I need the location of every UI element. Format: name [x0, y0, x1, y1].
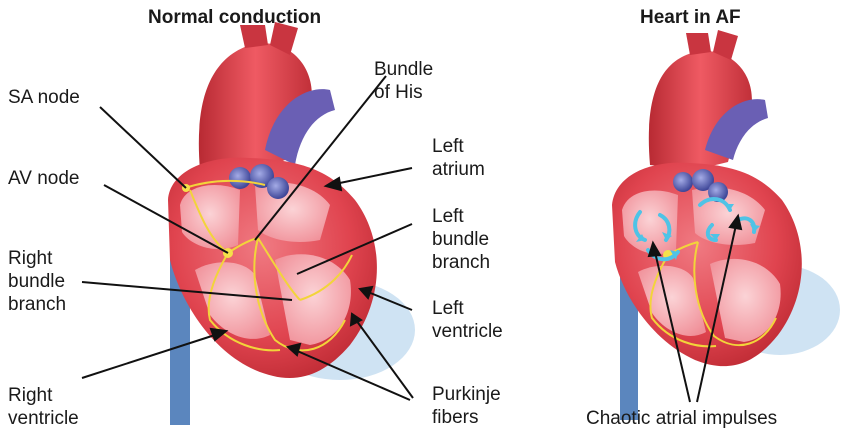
heart-af-illustration — [612, 30, 840, 420]
leader-right-ventricle — [82, 334, 218, 378]
valve — [267, 177, 289, 199]
label-av-node: AV node — [8, 167, 79, 190]
label-chaotic-atrial-impulses: Chaotic atrial impulses — [586, 407, 777, 430]
right-atrium — [180, 185, 240, 249]
label-left-ventricle: Left ventricle — [432, 297, 503, 343]
aortic-branch — [240, 25, 268, 48]
valve — [673, 172, 693, 192]
valve — [229, 167, 251, 189]
leader-sa-node — [100, 107, 186, 188]
label-right-ventricle: Right ventricle — [8, 384, 79, 430]
label-purkinje-fibers: Purkinje fibers — [432, 383, 501, 429]
label-left-bundle-branch: Left bundle branch — [432, 205, 490, 274]
label-bundle-of-his: Bundle of His — [374, 58, 433, 104]
label-sa-node: SA node — [8, 86, 80, 109]
leader-left-atrium — [335, 168, 412, 184]
label-left-atrium: Left atrium — [432, 135, 485, 181]
aortic-branch — [686, 33, 711, 55]
label-right-bundle-branch: Right bundle branch — [8, 247, 66, 316]
